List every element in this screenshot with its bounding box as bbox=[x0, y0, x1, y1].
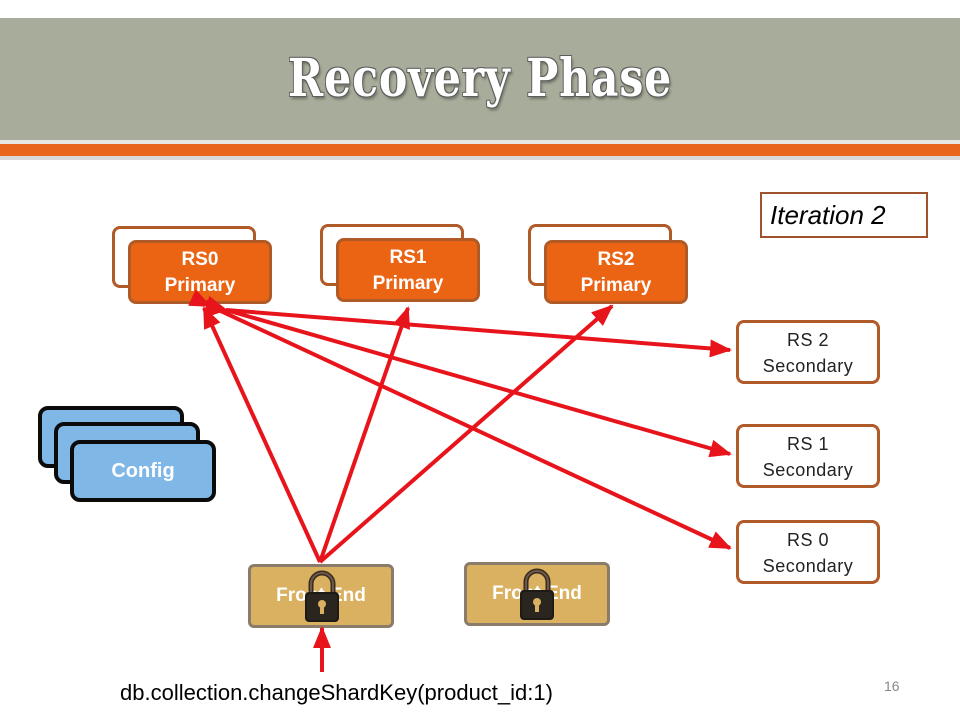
rs2-secondary-role: Secondary bbox=[762, 356, 854, 376]
rs2-name: RS2 bbox=[597, 249, 635, 270]
rs0-secondary-name: RS 0 bbox=[786, 530, 830, 550]
config-label: Config bbox=[111, 460, 175, 482]
slide-title: Recovery Phase bbox=[287, 48, 673, 109]
page-number: 16 bbox=[884, 678, 900, 694]
arrow-frontend-to-rs0 bbox=[202, 306, 322, 563]
rs1-role: Primary bbox=[372, 273, 444, 294]
padlock-icon bbox=[520, 568, 554, 620]
command-text: db.collection.changeShardKey(product_id:… bbox=[120, 680, 553, 705]
rs2-secondary-node: RS 2 Secondary bbox=[736, 320, 880, 384]
rs1-secondary-role: Secondary bbox=[762, 460, 854, 480]
title-divider-light bbox=[0, 140, 960, 144]
title-bar: Recovery Phase bbox=[0, 18, 960, 140]
rs0-secondary-role: Secondary bbox=[762, 556, 854, 576]
title-divider-orange bbox=[0, 144, 960, 156]
rs2-secondary-name: RS 2 bbox=[786, 330, 830, 350]
iteration-label: Iteration 2 bbox=[760, 192, 928, 238]
padlock-icon bbox=[305, 570, 339, 622]
rs0-secondary-node: RS 0 Secondary bbox=[736, 520, 880, 584]
arrow-rs0-rs0-secondary bbox=[188, 289, 732, 550]
rs1-secondary-node: RS 1 Secondary bbox=[736, 424, 880, 488]
rs0-name: RS0 bbox=[181, 249, 219, 270]
title-divider-gray bbox=[0, 156, 960, 160]
rs1-name: RS1 bbox=[389, 247, 427, 268]
rs1-secondary-name: RS 1 bbox=[786, 434, 830, 454]
